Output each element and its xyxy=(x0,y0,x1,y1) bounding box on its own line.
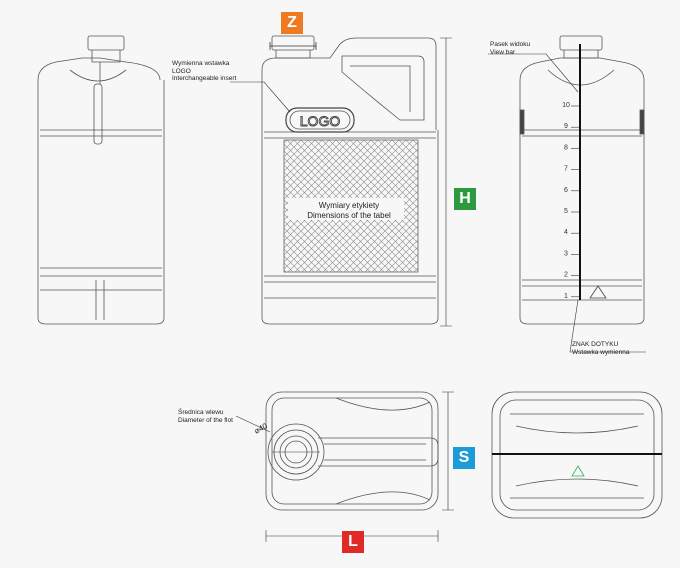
bottom-view xyxy=(491,391,663,519)
insert-callout-logo: LOGO xyxy=(172,67,191,75)
viewbar-callout-en: View bar xyxy=(490,48,516,56)
scale-mark-label: 6 xyxy=(564,187,568,194)
badge-l: L xyxy=(342,531,364,553)
top-view xyxy=(235,391,454,542)
scale-mark-label: 7 xyxy=(564,166,568,173)
side-view-right: 10 9 8 7 6 5 4 3 2 1 xyxy=(488,35,646,353)
scale-mark-label: 10 xyxy=(562,102,570,109)
front-view: LOGO Wymiary etykiety Dimensions of the … xyxy=(230,35,452,327)
label-area-line1: Wymiary etykiety xyxy=(319,201,379,210)
diameter-callout-pl: Średnica wlewu xyxy=(178,409,224,416)
insert-callout-en: Interchangeable insert xyxy=(172,75,237,82)
diameter-callout: Średnica wlewu Diameter of the flot xyxy=(178,409,233,424)
scale-mark-label: 2 xyxy=(564,272,568,279)
touch-callout: ZNAK DOTYKU Wstawka wymienna xyxy=(572,341,629,357)
viewbar-callout: Pasek widoku View bar xyxy=(490,41,530,56)
logo-insert-text: LOGO xyxy=(300,113,341,129)
diameter-callout-en: Diameter of the flot xyxy=(178,416,233,424)
insert-callout-pl: Wymienna wstawka xyxy=(172,60,230,67)
badge-z: Z xyxy=(281,12,303,34)
insert-callout: Wymienna wstawka LOGO Interchangeable in… xyxy=(172,60,236,83)
side-view-left xyxy=(37,35,165,325)
label-area-line2: Dimensions of the tabel xyxy=(307,211,391,220)
scale-mark-label: 4 xyxy=(564,229,568,236)
scale-mark-label: 3 xyxy=(564,250,568,257)
scale-mark-label: 9 xyxy=(564,123,568,130)
scale-mark-label: 8 xyxy=(564,144,568,151)
scale-mark-label: 5 xyxy=(564,208,568,215)
viewbar-callout-pl: Pasek widoku xyxy=(490,41,531,48)
touch-callout-pl: ZNAK DOTYKU xyxy=(572,341,619,348)
scale-mark-label: 1 xyxy=(564,293,568,300)
touch-callout-en: Wstawka wymienna xyxy=(572,349,630,356)
scale-marks: 10 9 8 7 6 5 4 3 2 1 xyxy=(562,102,579,300)
badge-s: S xyxy=(453,447,475,469)
badge-h: H xyxy=(454,188,476,210)
